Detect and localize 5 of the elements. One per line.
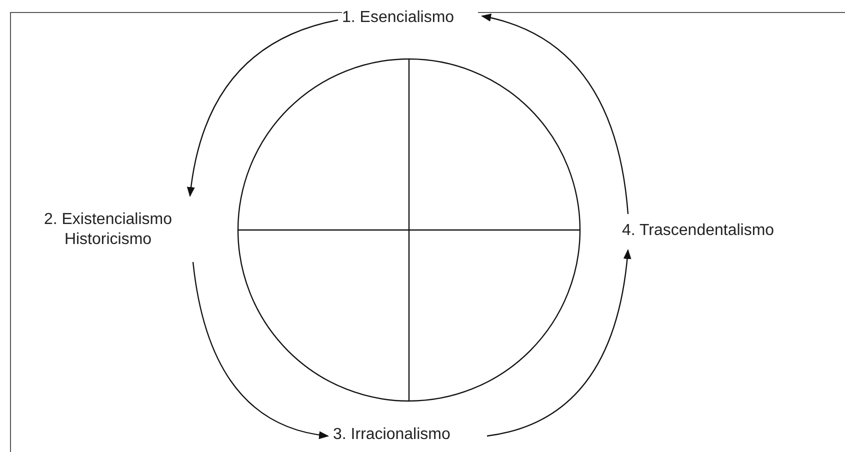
- curved-arrow: [187, 19, 338, 197]
- curved-arrow: [486, 249, 631, 437]
- curved-arrow: [481, 14, 629, 214]
- quadrant-circle: [237, 58, 581, 402]
- curved-arrow: [192, 262, 329, 439]
